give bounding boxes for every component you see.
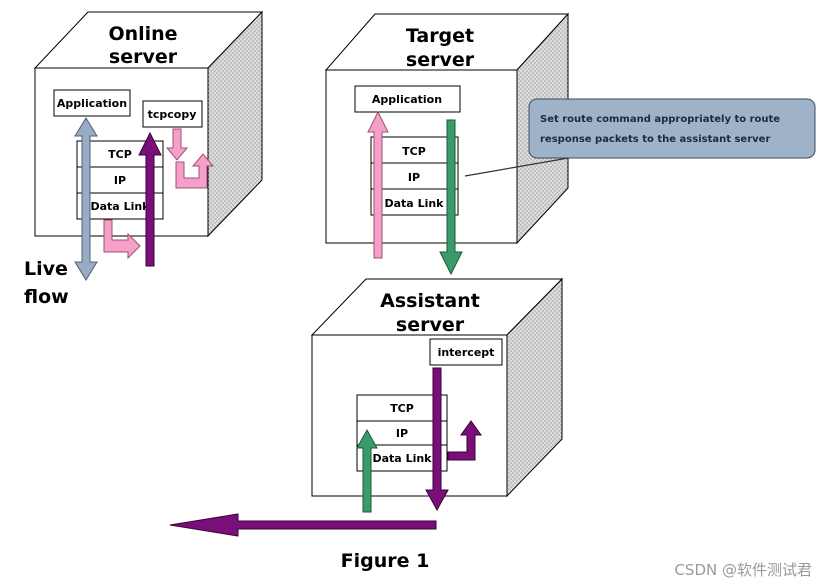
online-server-title-line1: Online bbox=[108, 23, 177, 45]
assistant-green-up-arrow bbox=[356, 428, 378, 513]
assistant-server-title-line1: Assistant bbox=[380, 290, 480, 312]
target-tcp-label: TCP bbox=[402, 145, 426, 158]
target-ip-label: IP bbox=[408, 171, 420, 184]
target-application-box bbox=[354, 85, 461, 113]
target-ip-layer bbox=[370, 162, 459, 190]
target-datalink-label: Data Link bbox=[385, 197, 445, 210]
online-application-box bbox=[53, 89, 131, 117]
callout-text-line1: Set route command appropriately to route bbox=[540, 114, 780, 125]
assistant-datalink-label: Data Link bbox=[373, 452, 433, 465]
route-callout: Set route command appropriately to route… bbox=[464, 98, 816, 177]
tcpcopy-label: tcpcopy bbox=[148, 108, 197, 121]
assistant-ip-label: IP bbox=[396, 427, 408, 440]
callout-bubble bbox=[528, 98, 816, 159]
callout-text-line2: response packets to the assistant server bbox=[540, 134, 770, 145]
figure-caption: Figure 1 bbox=[341, 550, 430, 572]
assistant-datalink-layer bbox=[356, 444, 448, 472]
live-flow-label-line2: flow bbox=[24, 286, 69, 308]
online-ip-label: IP bbox=[114, 174, 126, 187]
online-tcp-label: TCP bbox=[108, 148, 132, 161]
target-server: Target server Application TCP IP Data Li… bbox=[324, 12, 570, 245]
assistant-purple-down-arrow bbox=[425, 367, 449, 512]
online-copy-up-arrow bbox=[138, 131, 162, 267]
online-pink-datalink-arrow bbox=[103, 219, 141, 260]
intercept-label: intercept bbox=[438, 346, 495, 359]
target-application-label: Application bbox=[372, 93, 442, 106]
csdn-watermark: CSDN @软件测试君 bbox=[674, 561, 812, 579]
target-server-title-line2: server bbox=[406, 49, 475, 71]
assistant-server-title-line2: server bbox=[396, 314, 465, 336]
online-pink-loop-arrow bbox=[175, 153, 215, 189]
callout-pointer bbox=[464, 155, 581, 177]
target-server-title-line1: Target bbox=[406, 25, 474, 47]
assistant-server: Assistant server intercept TCP IP Data L… bbox=[310, 277, 564, 498]
assistant-purple-outbound-arrow bbox=[169, 513, 437, 537]
assistant-tcp-label: TCP bbox=[390, 402, 414, 415]
intercept-box bbox=[429, 338, 503, 366]
target-pink-up-arrow bbox=[367, 110, 389, 259]
assistant-purple-return-arrow bbox=[447, 420, 482, 461]
online-datalink-label: Data Link bbox=[91, 200, 151, 213]
target-datalink-layer bbox=[370, 188, 459, 216]
online-server: Online server Application tcpcopy TCP IP… bbox=[33, 10, 264, 238]
live-flow-label-line1: Live bbox=[24, 258, 68, 280]
live-flow-double-arrow bbox=[74, 117, 98, 281]
target-green-down-arrow bbox=[439, 119, 463, 276]
tcpcopy-box bbox=[142, 100, 203, 128]
assistant-tcp-layer bbox=[356, 394, 448, 422]
online-server-title-line2: server bbox=[109, 46, 178, 68]
online-pink-down-arrow bbox=[165, 128, 189, 161]
online-application-label: Application bbox=[57, 97, 127, 110]
